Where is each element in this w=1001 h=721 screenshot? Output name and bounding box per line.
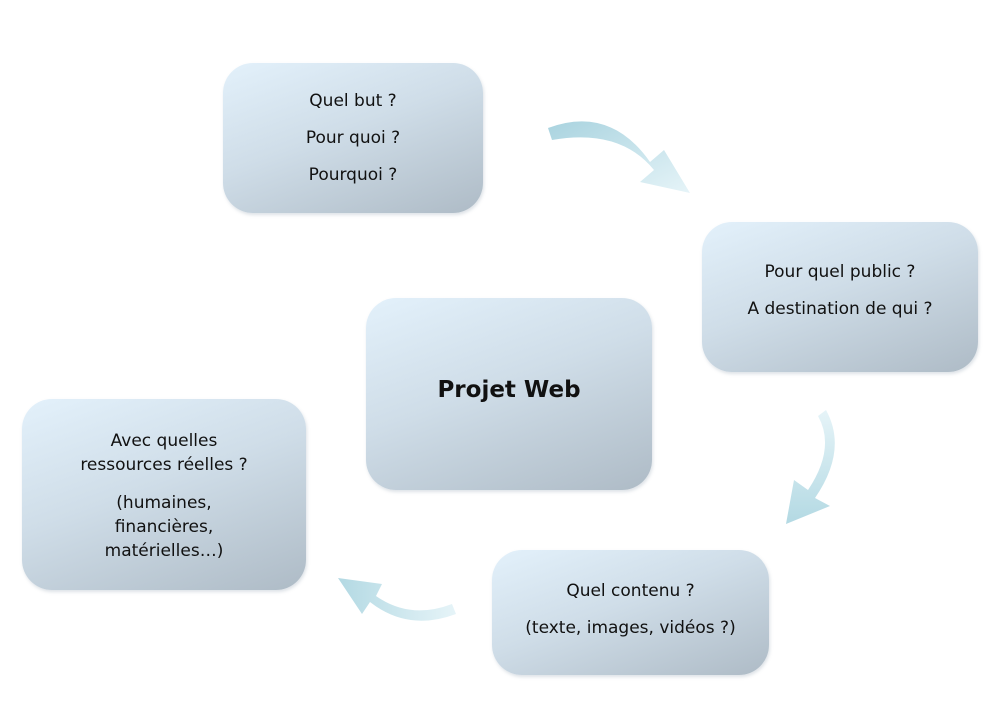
box-contenu: Quel contenu ? (texte, images, vidéos ?) [492, 550, 769, 675]
box-public-line-1: Pour quel public ? [764, 262, 916, 282]
box-resources-line-4: financières, [114, 517, 214, 537]
box-resources-line-2: ressources réelles ? [80, 455, 248, 475]
box-but-line-3: Pourquoi ? [308, 165, 398, 185]
center-title: Projet Web [437, 377, 581, 403]
box-but-line-1: Quel but ? [309, 91, 397, 111]
box-resources-line-1: Avec quelles [110, 431, 218, 451]
box-quel-but: Quel but ? Pour quoi ? Pourquoi ? [223, 63, 483, 213]
box-projet-web: Projet Web [366, 298, 652, 490]
box-but-line-2: Pour quoi ? [305, 128, 401, 148]
arrow-public-to-contenu [786, 410, 835, 524]
box-resources-line-5: matérielles…) [104, 541, 224, 561]
box-contenu-line-2: (texte, images, vidéos ?) [525, 618, 736, 638]
box-public: Pour quel public ? A destination de qui … [702, 222, 978, 372]
box-ressources: Avec quelles ressources réelles ? (humai… [22, 399, 306, 590]
arrow-contenu-to-resources [338, 578, 456, 621]
arrow-but-to-public [548, 121, 690, 193]
box-contenu-line-1: Quel contenu ? [566, 581, 695, 601]
box-public-line-2: A destination de qui ? [747, 299, 933, 319]
box-resources-line-3: (humaines, [116, 493, 212, 513]
